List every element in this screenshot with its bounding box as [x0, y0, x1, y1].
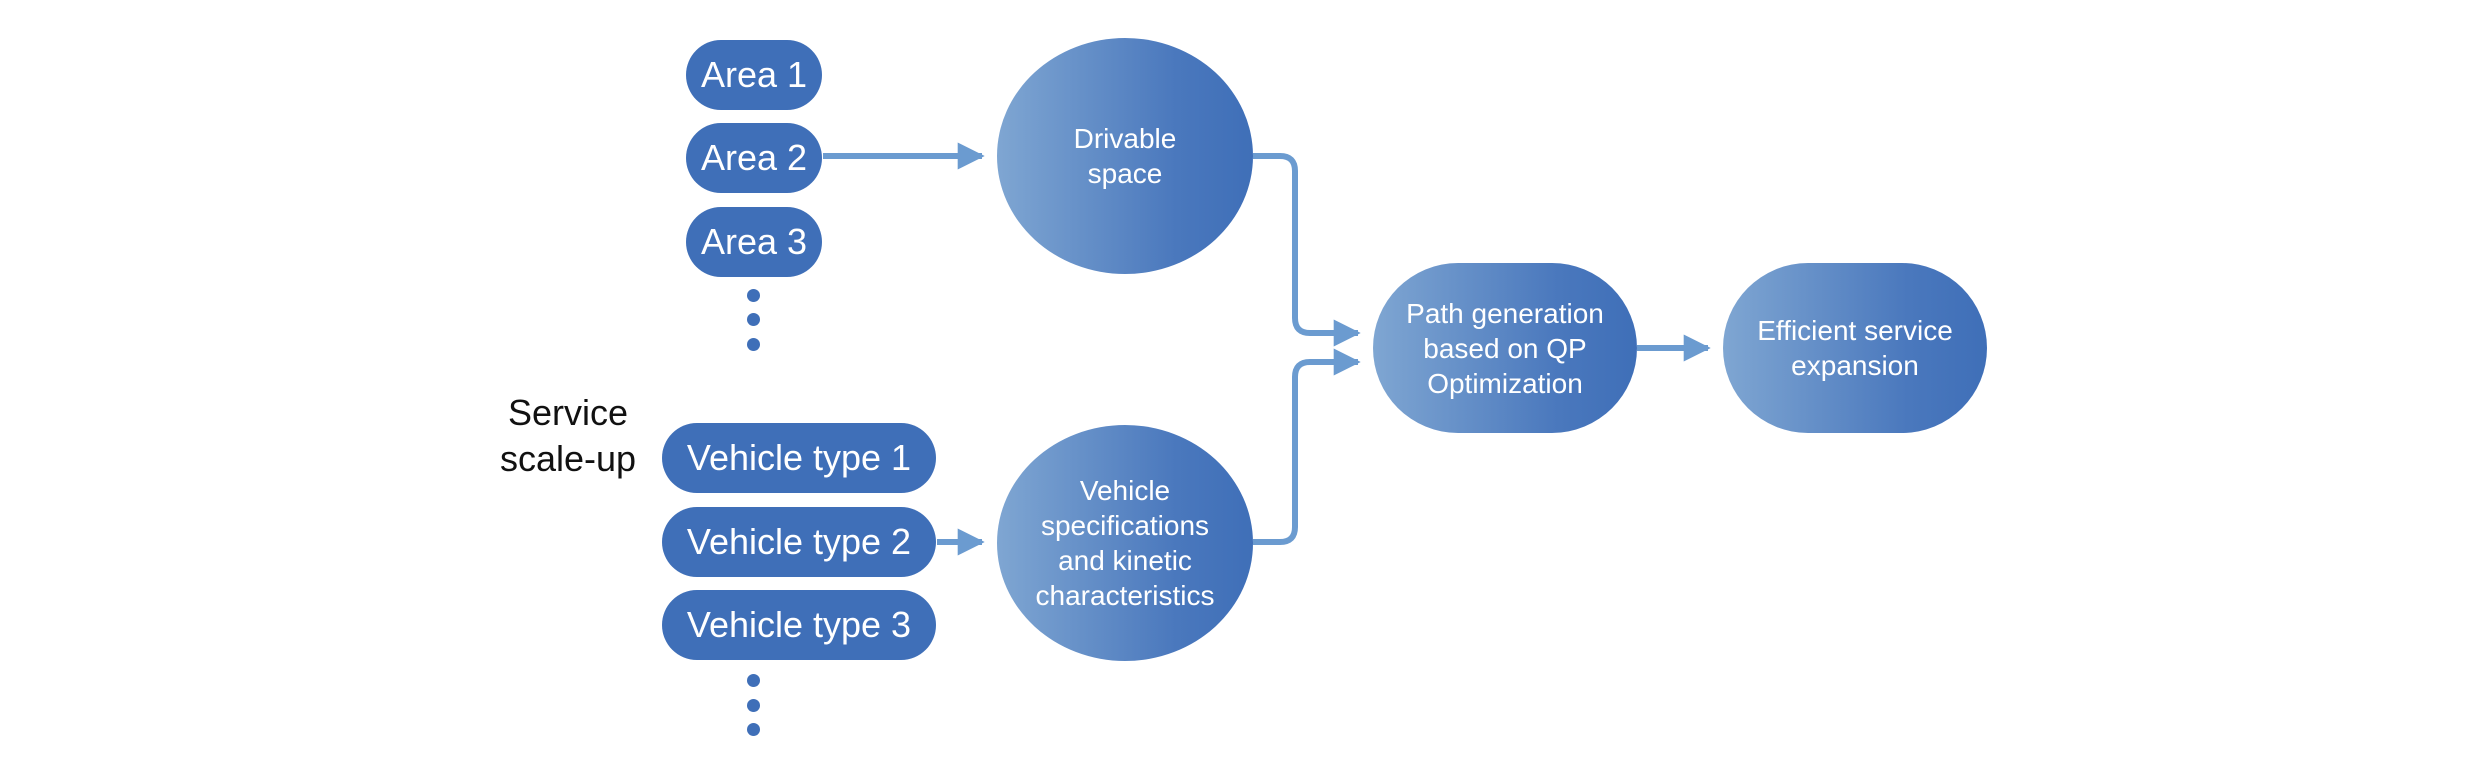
area-3-pill: Area 3 — [686, 207, 822, 277]
vehicle-ellipsis-dot — [747, 723, 760, 736]
area-ellipsis-dot — [747, 313, 760, 326]
area-ellipsis-dot — [747, 338, 760, 351]
path-generation-node: Path generation based on QP Optimization — [1373, 263, 1637, 433]
service-scale-up-label: Service scale-up — [499, 392, 637, 479]
vehicle-ellipsis-dot — [747, 699, 760, 712]
vehicle-type-1-pill: Vehicle type 1 — [662, 423, 936, 493]
area-ellipsis-dot — [747, 289, 760, 302]
vehicle-specs-node: Vehicle specifications and kinetic chara… — [997, 425, 1253, 661]
connector-drivable-space-to-path-generation — [1253, 153, 1361, 347]
connector-vehicle-specs-to-path-generation — [1253, 348, 1361, 545]
vehicle-ellipsis-dot — [747, 674, 760, 687]
area-1-pill: Area 1 — [686, 40, 822, 110]
drivable-space-node: Drivable space — [997, 38, 1253, 274]
efficient-service-node: Efficient service expansion — [1723, 263, 1987, 433]
vehicle-type-3-pill: Vehicle type 3 — [662, 590, 936, 660]
vehicle-type-2-pill: Vehicle type 2 — [662, 507, 936, 577]
area-2-pill: Area 2 — [686, 123, 822, 193]
